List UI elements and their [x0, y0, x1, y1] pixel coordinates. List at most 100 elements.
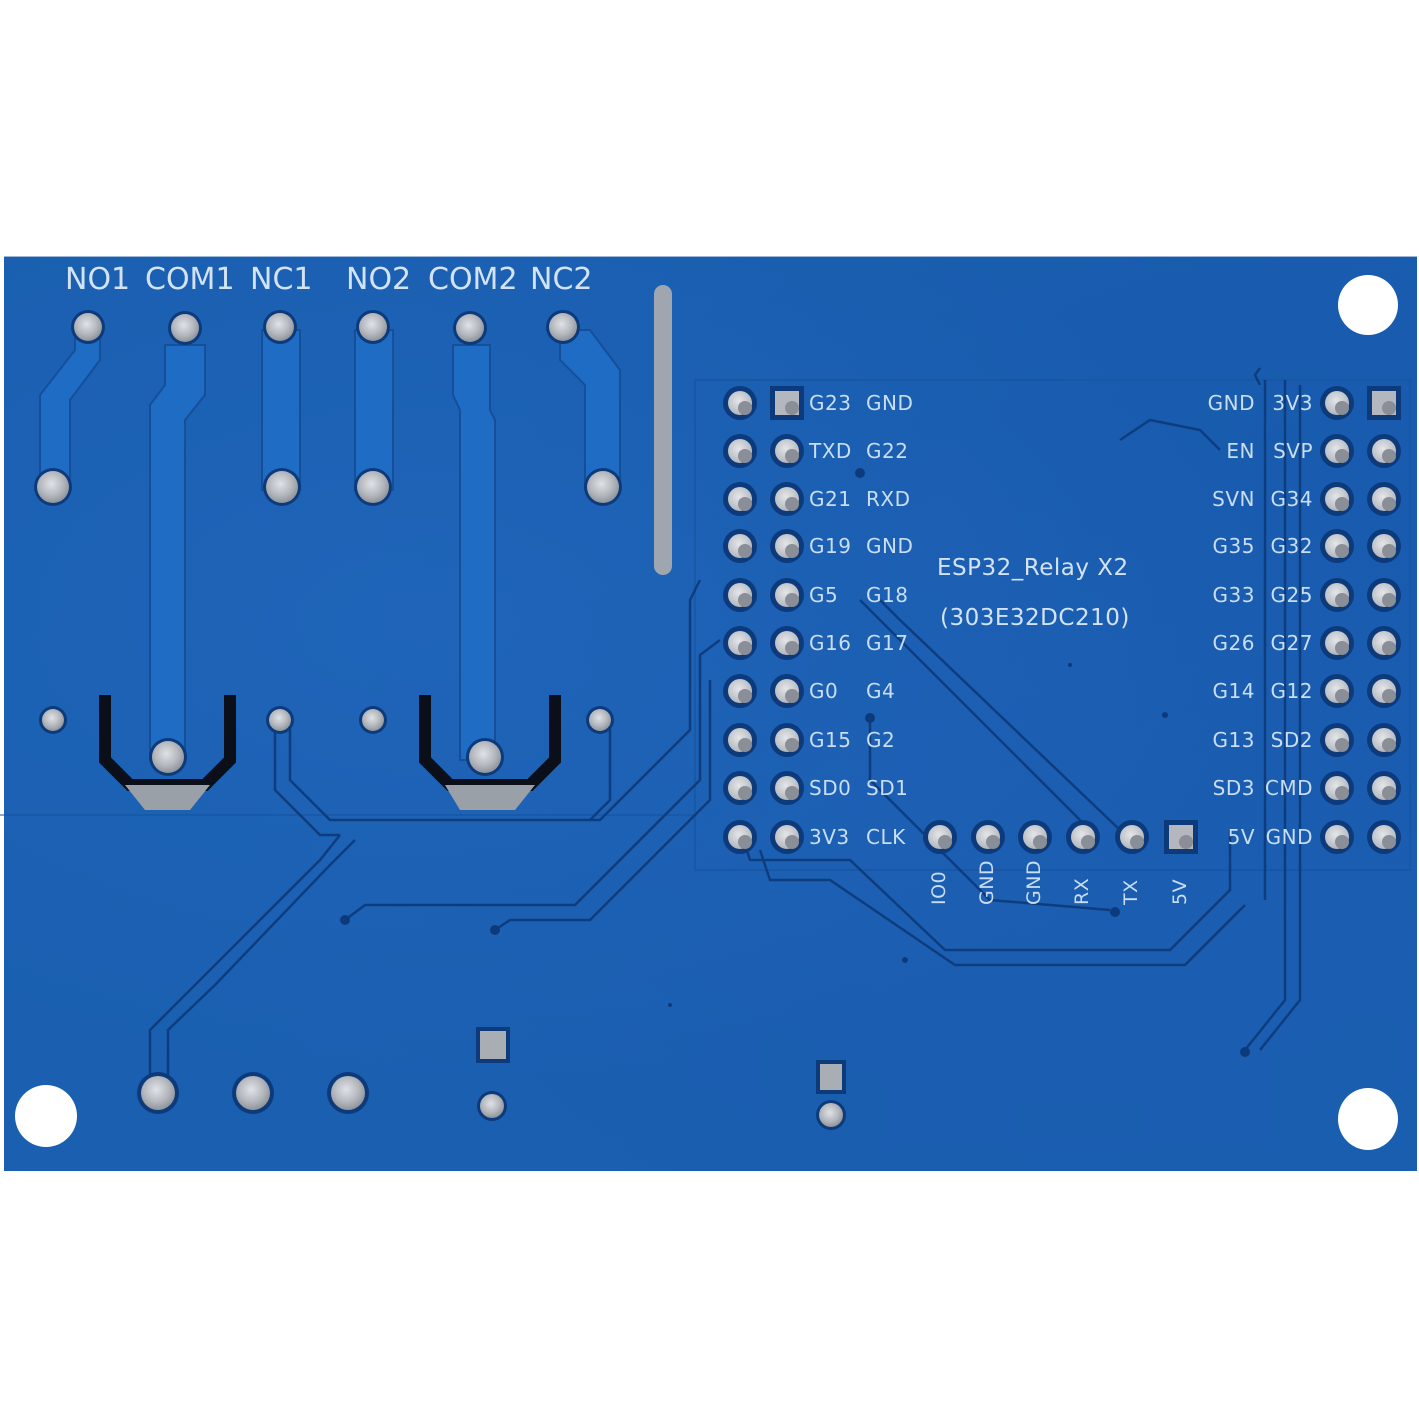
right-header-pad-outer: [1367, 578, 1401, 612]
right-header-label-inner: SD2: [1270, 728, 1313, 752]
left-header-label-inner: G23: [809, 391, 852, 415]
left-header-label-inner: G21: [809, 487, 852, 511]
left-header-pad-outer: [723, 578, 757, 612]
left-header-pad-outer: [723, 820, 757, 854]
left-header-label-outer: G4: [866, 679, 896, 703]
relay-label-no1: NO1: [65, 262, 131, 297]
relay-label-com2: COM2: [428, 262, 518, 297]
right-header-pad-outer: [1367, 674, 1401, 708]
right-header-label-inner: SVP: [1273, 439, 1313, 463]
right-header-label-outer: G13: [1212, 728, 1255, 752]
right-header-pad-inner: [1320, 386, 1354, 420]
left-header-pad-outer: [723, 386, 757, 420]
left-header-label-inner: G5: [809, 583, 839, 607]
left-header-pad-inner: [770, 434, 804, 468]
left-header-pad-outer: [723, 529, 757, 563]
right-header-pad-outer: [1367, 386, 1401, 420]
bottom-header-label: TX: [1120, 879, 1142, 905]
left-header-label-outer: G18: [866, 583, 909, 607]
left-header-pad-outer: [723, 482, 757, 516]
bottom-header-label: RX: [1071, 877, 1093, 905]
relay-label-nc1: NC1: [250, 262, 313, 297]
left-header-pad-outer: [723, 626, 757, 660]
right-header-label-inner: G12: [1270, 679, 1313, 703]
board-part-code: (303E32DC210): [940, 605, 1130, 631]
right-header-pad-inner: [1320, 578, 1354, 612]
bottom-header-pad: [1018, 820, 1052, 854]
signal-traces: [148, 367, 1302, 1085]
right-header-label-inner: GND: [1265, 825, 1313, 849]
right-header-label-inner: CMD: [1264, 776, 1313, 800]
left-header-label-outer: G17: [866, 631, 909, 655]
bottom-header-pad: [1164, 820, 1198, 854]
bottom-header-label: GND: [1023, 859, 1045, 905]
small-component-pads: [476, 1027, 846, 1130]
bottom-header-pad: [971, 820, 1005, 854]
relay-label-no2: NO2: [346, 262, 412, 297]
left-header-pad-outer: [723, 434, 757, 468]
left-header-label-outer: G22: [866, 439, 909, 463]
left-header-pad-inner: [770, 820, 804, 854]
right-header-pad-inner: [1320, 434, 1354, 468]
right-header-pad-inner: [1320, 771, 1354, 805]
bottom-header-label: 5V: [1169, 878, 1191, 905]
left-header-label-outer: G2: [866, 728, 896, 752]
mounting-hole-bottom-left: [15, 1085, 77, 1147]
right-header-label-outer: EN: [1226, 439, 1255, 463]
right-header-pad-inner: [1320, 482, 1354, 516]
left-header-label-inner: 3V3: [809, 825, 850, 849]
right-header-label-outer: SVN: [1212, 487, 1255, 511]
left-header-label-outer: CLK: [866, 825, 906, 849]
right-header-label-inner: G27: [1270, 631, 1313, 655]
power-terminal-pads: [137, 1072, 369, 1114]
relay-traces: [39, 329, 621, 761]
right-header-label-outer: SD3: [1212, 776, 1255, 800]
relay-label-com1: COM1: [145, 262, 235, 297]
left-header-pad-inner: [770, 723, 804, 757]
left-header-pad-inner: [770, 578, 804, 612]
bottom-header-pad: [1115, 820, 1149, 854]
bottom-header-label: GND: [976, 859, 998, 905]
left-header-pad-outer: [723, 723, 757, 757]
left-header-pad-outer: [723, 771, 757, 805]
right-header-label-outer: GND: [1207, 391, 1255, 415]
bottom-header-label: IO0: [928, 870, 950, 905]
left-header-pad-inner: [770, 771, 804, 805]
left-header-label-outer: GND: [866, 534, 914, 558]
left-header-label-inner: TXD: [809, 439, 852, 463]
right-header-label-inner: G32: [1270, 534, 1313, 558]
left-header-pad-inner: [770, 386, 804, 420]
antenna-stripe: [654, 285, 672, 575]
right-header-pad-inner: [1320, 529, 1354, 563]
right-header-pad-inner: [1320, 723, 1354, 757]
left-header-pad-inner: [770, 674, 804, 708]
left-header-pad-inner: [770, 482, 804, 516]
right-header-pad-outer: [1367, 771, 1401, 805]
relay-pads-top: [71, 310, 580, 345]
right-header-label-inner: G34: [1270, 487, 1313, 511]
left-header-label-outer: RXD: [866, 487, 911, 511]
mounting-hole-bottom-right: [1338, 1088, 1398, 1150]
left-header-label-inner: G0: [809, 679, 839, 703]
right-header-pad-outer: [1367, 482, 1401, 516]
right-header-label-inner: G25: [1270, 583, 1313, 607]
left-header-label-inner: G15: [809, 728, 852, 752]
right-header-pad-outer: [1367, 820, 1401, 854]
right-header-label-inner: 3V3: [1272, 391, 1313, 415]
right-header-label-outer: G35: [1212, 534, 1255, 558]
left-header-label-outer: SD1: [866, 776, 909, 800]
right-header-label-outer: G14: [1212, 679, 1255, 703]
relay-label-nc2: NC2: [530, 262, 593, 297]
right-header-pad-outer: [1367, 434, 1401, 468]
bottom-header-pad: [1066, 820, 1100, 854]
right-header-pad-inner: [1320, 626, 1354, 660]
right-header-label-outer: G26: [1212, 631, 1255, 655]
right-header-pad-outer: [1367, 626, 1401, 660]
right-header-label-outer: 5V: [1227, 825, 1255, 849]
left-header-pad-outer: [723, 674, 757, 708]
left-header-pad-inner: [770, 626, 804, 660]
left-header-pad-inner: [770, 529, 804, 563]
left-header-label-outer: GND: [866, 391, 914, 415]
left-header-label-inner: SD0: [809, 776, 852, 800]
